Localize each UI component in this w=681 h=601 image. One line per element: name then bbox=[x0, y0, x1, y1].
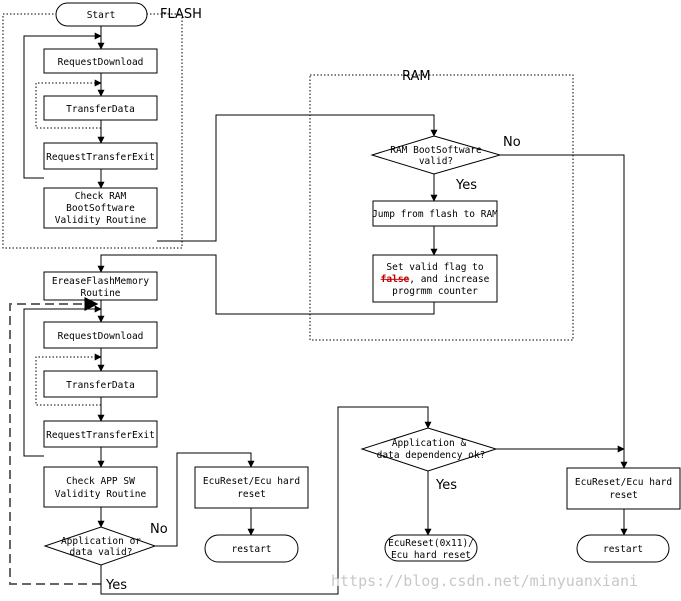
app-valid-line-1: Application or bbox=[61, 536, 141, 547]
edge-app-valid-yes bbox=[100, 406, 432, 595]
ecu-reset-0x11-line-1: EcuReset(0x11)/ bbox=[388, 538, 474, 549]
edge-retry-loop-1 bbox=[23, 32, 102, 179]
ecu-reset-0x11-line-2: Ecu hard reset bbox=[391, 550, 471, 561]
check-ram-line-2: BootSoftware bbox=[66, 203, 135, 214]
transfer-data-2-label: TransferData bbox=[66, 380, 135, 391]
edge-transfer-loop-2 bbox=[35, 353, 102, 406]
transfer-data-2-box bbox=[43, 370, 158, 398]
app-dependency-line-2: data dependency ok? bbox=[377, 450, 486, 461]
restart-1-label: restart bbox=[231, 544, 271, 555]
ecu-reset-1-line-1: EcuReset/Ecu hard bbox=[203, 476, 300, 487]
start-label: Start bbox=[87, 10, 116, 21]
check-ram-line-1: Check RAM bbox=[75, 191, 127, 202]
ram-label: RAM bbox=[402, 69, 431, 84]
erase-flash-box bbox=[43, 271, 158, 301]
ram-no-label: No bbox=[503, 135, 521, 150]
ecu-reset-2-line-2: reset bbox=[609, 490, 638, 501]
edge-app-valid-no bbox=[155, 452, 255, 547]
edge-set-flag-to-erase bbox=[97, 254, 435, 315]
set-valid-flag-line-3: progrmm counter bbox=[392, 286, 478, 297]
flash-label: FLASH bbox=[160, 7, 202, 22]
app-valid-line-2: data valid? bbox=[70, 547, 133, 558]
check-app-box bbox=[43, 466, 158, 508]
ram-yes-label: Yes bbox=[455, 178, 477, 193]
app-dependency-line-1: Application & bbox=[392, 438, 467, 449]
request-download-1-label: RequestDownload bbox=[58, 57, 144, 68]
check-ram-line-3: Validity Routine bbox=[55, 215, 147, 226]
dep-yes-label: Yes bbox=[435, 478, 457, 493]
restart-2-label: restart bbox=[603, 544, 643, 555]
false-word: false bbox=[381, 274, 410, 285]
ram-region bbox=[309, 74, 574, 341]
erase-flash-line-1: EreaseFlashMemory bbox=[52, 276, 150, 287]
transfer-data-1-box bbox=[43, 95, 158, 121]
edge-transfer-loop-1 bbox=[35, 79, 102, 129]
jump-flash-ram-label: Jump from flash to RAM bbox=[372, 209, 498, 220]
ecu-reset-1-box bbox=[194, 466, 309, 509]
check-app-line-2: Validity Routine bbox=[55, 489, 147, 500]
ecu-reset-0x11-terminal bbox=[384, 534, 478, 562]
app-no-label: No bbox=[150, 522, 168, 537]
request-transfer-exit-1-label: RequestTransferExit bbox=[46, 152, 155, 163]
edge-feedback-dashed bbox=[9, 297, 101, 585]
transfer-data-1-label: TransferData bbox=[66, 104, 135, 115]
ecu-reset-2-line-1: EcuReset/Ecu hard bbox=[575, 477, 672, 488]
ecu-reset-1-line-2: reset bbox=[237, 489, 266, 500]
check-app-line-1: Check APP SW bbox=[66, 476, 135, 487]
edge-ram-valid-no bbox=[500, 154, 628, 469]
set-valid-flag-line-2-rest: , and increase bbox=[409, 274, 489, 285]
watermark: https://blog.csdn.net/minyuanxiani bbox=[331, 572, 638, 590]
check-ram-box bbox=[43, 187, 158, 229]
app-yes-label: Yes bbox=[105, 578, 127, 593]
request-transfer-exit-2-box bbox=[43, 420, 158, 448]
edge-check-ram-to-ram-valid bbox=[157, 114, 438, 242]
restart-2-terminal bbox=[576, 534, 670, 563]
set-valid-flag-line-2: false, and increase bbox=[381, 274, 490, 285]
restart-1-terminal bbox=[204, 534, 299, 563]
request-download-2-label: RequestDownload bbox=[58, 331, 144, 342]
request-transfer-exit-2-label: RequestTransferExit bbox=[46, 430, 155, 441]
request-download-1-box bbox=[43, 48, 158, 74]
edge-retry-loop-2 bbox=[23, 305, 102, 457]
ram-valid-line-1: RAM BootSoftware bbox=[390, 145, 482, 156]
ecu-reset-2-box bbox=[566, 467, 681, 510]
set-valid-flag-line-1: Set valid flag to bbox=[386, 262, 484, 273]
erase-flash-line-2: Routine bbox=[80, 288, 120, 299]
ram-valid-line-2: valid? bbox=[419, 156, 453, 167]
